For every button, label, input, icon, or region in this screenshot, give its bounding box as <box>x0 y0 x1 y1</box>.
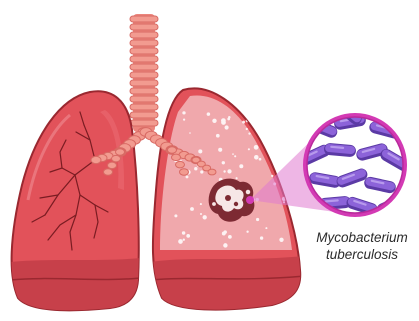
organism-name-line1: Mycobacterium <box>308 229 416 246</box>
organism-name-line2: tuberculosis <box>308 246 416 263</box>
